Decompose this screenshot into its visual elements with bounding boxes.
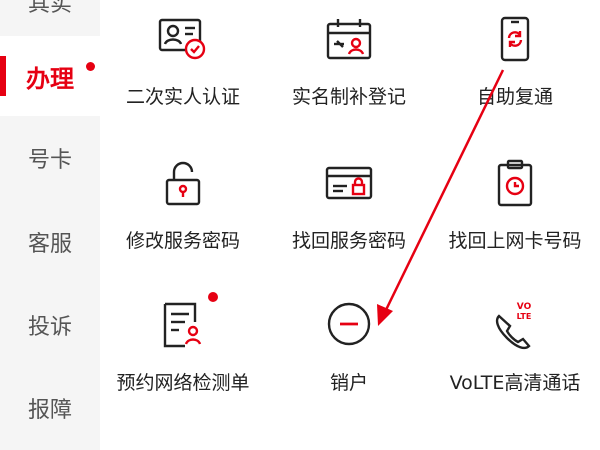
tile-change-service-password[interactable]: 修改服务密码 bbox=[100, 158, 266, 268]
tile-secondary-real-name-auth[interactable]: 二次实人认证 bbox=[100, 14, 266, 124]
tile-self-service-reactivation[interactable]: 自助复通 bbox=[432, 14, 598, 124]
tile-retrieve-service-password[interactable]: 找回服务密码 bbox=[266, 158, 432, 268]
tile-label: 预约网络检测单 bbox=[116, 372, 250, 394]
tile-cancel-account[interactable]: 销户 bbox=[266, 300, 432, 410]
sidebar-item-label: 投诉 bbox=[27, 315, 72, 340]
calendar-person-icon bbox=[326, 19, 372, 60]
volte-badge-line2: LTE bbox=[517, 312, 532, 321]
tile-volte-hd-call[interactable]: VO LTE VoLTE高清通话 bbox=[432, 300, 598, 410]
sidebar: 其实 办理 号卡 客服 投诉 报障 bbox=[0, 0, 100, 450]
minus-circle-icon bbox=[327, 302, 371, 346]
tile-retrieve-data-card-number[interactable]: 找回上网卡号码 bbox=[432, 158, 598, 268]
tile-label: 修改服务密码 bbox=[125, 230, 240, 252]
tile-real-name-registration[interactable]: 实名制补登记 bbox=[266, 14, 432, 124]
sidebar-item-handle[interactable]: 办理 bbox=[0, 36, 100, 116]
sidebar-item-label: 办理 bbox=[26, 64, 74, 93]
sidebar-item-complaint[interactable]: 投诉 bbox=[0, 285, 100, 365]
tile-book-network-test[interactable]: 预约网络检测单 bbox=[100, 292, 266, 410]
notification-dot bbox=[86, 62, 95, 71]
active-indicator bbox=[0, 56, 6, 96]
notification-dot bbox=[208, 292, 218, 302]
tile-label: 自助复通 bbox=[476, 86, 553, 108]
tile-label: VoLTE高清通话 bbox=[449, 372, 581, 394]
sidebar-item-label: 客服 bbox=[27, 232, 72, 257]
id-card-check-icon bbox=[158, 18, 206, 60]
sidebar-item-customer-service[interactable]: 客服 bbox=[0, 202, 100, 282]
tile-label: 二次实人认证 bbox=[125, 86, 240, 108]
padlock-icon bbox=[165, 161, 201, 206]
card-lock-icon bbox=[325, 166, 373, 200]
tile-label: 找回服务密码 bbox=[291, 230, 406, 252]
tile-label: 找回上网卡号码 bbox=[448, 230, 582, 252]
sidebar-item-label: 号卡 bbox=[27, 148, 72, 173]
tile-label: 销户 bbox=[329, 372, 368, 394]
volte-phone-icon: VO LTE bbox=[495, 302, 532, 350]
tile-label: 实名制补登记 bbox=[291, 86, 406, 108]
sidebar-item-label: 报障 bbox=[27, 398, 72, 423]
sidebar-item-number-card[interactable]: 号卡 bbox=[0, 118, 100, 198]
sidebar-item-fault-report[interactable]: 报障 bbox=[0, 368, 100, 448]
sim-clock-icon bbox=[497, 159, 533, 207]
phone-refresh-icon bbox=[500, 16, 530, 62]
service-grid: 二次实人认证 实名制补登记 自助复通 bbox=[100, 0, 600, 450]
document-person-icon bbox=[163, 302, 202, 348]
volte-badge-line1: VO bbox=[517, 302, 532, 312]
sidebar-item-partial[interactable]: 其实 bbox=[28, 0, 73, 17]
